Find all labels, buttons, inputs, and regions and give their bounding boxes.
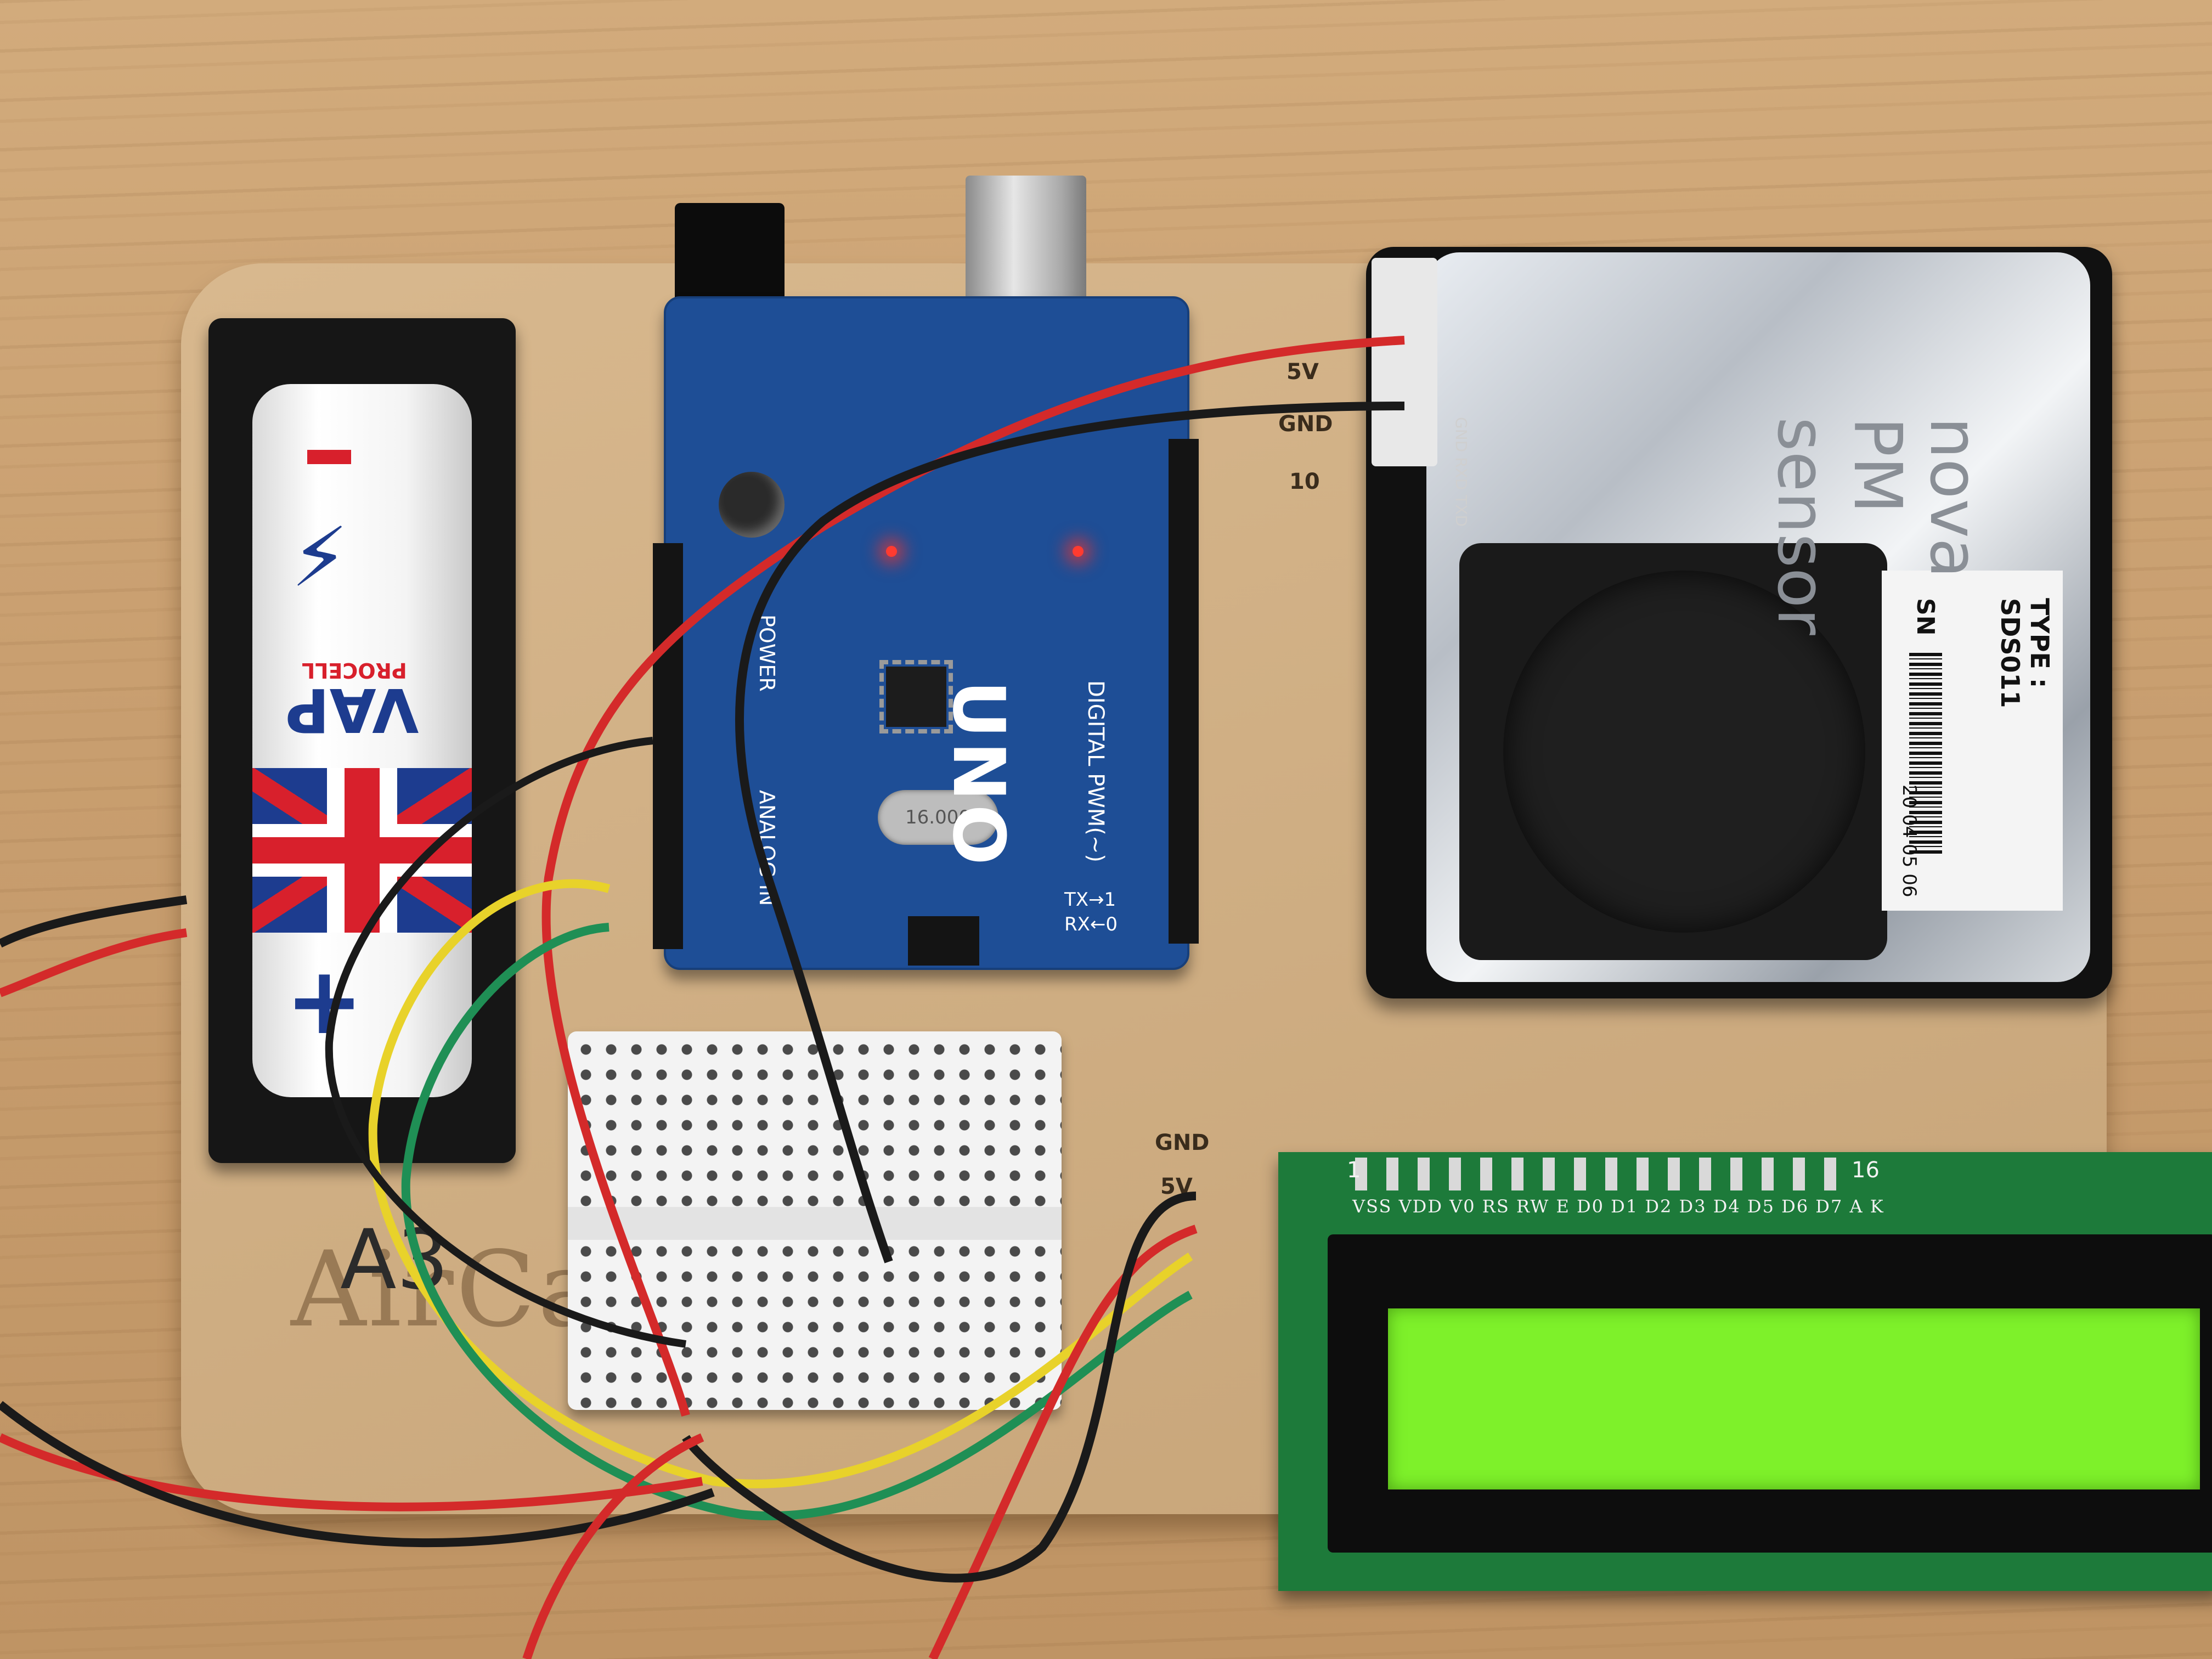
sensor-gnd-label: GND — [1278, 411, 1333, 437]
power-analog-pin-header — [653, 543, 683, 949]
red-wire-left-loop — [0, 1433, 703, 1511]
electrolytic-capacitor — [719, 472, 785, 538]
power-led-red — [1073, 546, 1084, 557]
status-led-red — [886, 546, 897, 557]
red-wire-battery — [0, 928, 188, 997]
icsp-header — [908, 916, 979, 966]
lcd-gnd-label: GND — [1155, 1130, 1210, 1155]
tx-label: TX→1 — [1064, 889, 1116, 911]
lcd-backlit-screen — [1388, 1308, 2200, 1489]
sensor-fan-disc — [1503, 571, 1865, 933]
breadboard-center-channel — [568, 1207, 1062, 1240]
barcode-graphic — [1909, 653, 1942, 856]
black-wire-sensor-gnd — [735, 402, 1405, 1263]
lcd-pin-header — [1355, 1158, 1843, 1190]
lightning-bolt-icon: ⚡ — [291, 510, 349, 606]
black-wire-left-loop — [0, 1401, 715, 1548]
crystal-label: 16.000 — [905, 806, 970, 828]
crystal-oscillator — [878, 790, 998, 845]
rx-label: RX←0 — [1064, 913, 1118, 935]
digital-pin-header — [1169, 439, 1199, 944]
sensor-connector — [1372, 258, 1437, 466]
yellow-wire — [368, 879, 1193, 1488]
black-wire-lcd-gnd — [682, 1192, 1197, 1583]
microcontroller-chip — [879, 660, 953, 733]
red-wire-bottom — [522, 1433, 704, 1659]
black-wire-bat-to-arduino — [325, 737, 686, 1348]
battery-minus-icon — [307, 450, 351, 464]
green-wire — [401, 923, 1193, 1521]
lcd-pin-first-label: 1 — [1347, 1158, 1361, 1183]
lcd-pin-labels: VSS VDD V0 RS RW E D0 D1 D2 D3 D4 D5 D6 … — [1352, 1196, 1884, 1217]
sensor-pin10-label: 10 — [1289, 469, 1320, 494]
black-wire-battery — [0, 895, 188, 948]
battery-cell — [252, 384, 472, 1097]
red-wire-lcd-5v — [928, 1224, 1198, 1659]
lcd-pin-last-label: 16 — [1852, 1158, 1880, 1183]
sensor-5v-label: 5V — [1286, 359, 1319, 385]
red-wire-sensor-5v — [541, 336, 1405, 1417]
